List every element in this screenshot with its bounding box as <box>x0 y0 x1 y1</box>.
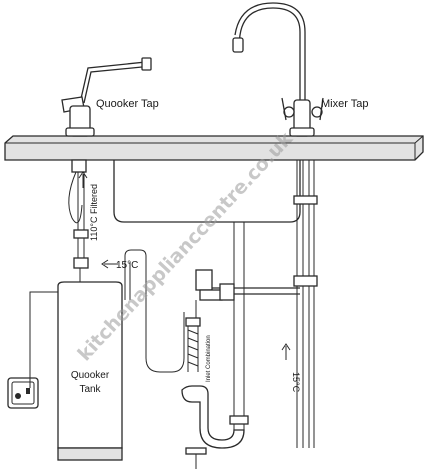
up-arrow-icon-mixer <box>281 343 291 360</box>
mixer-feed-label: 15°C <box>291 372 301 393</box>
sink-bowl <box>113 160 301 223</box>
countertop <box>4 135 424 161</box>
left-arrow-icon <box>101 259 118 269</box>
quooker-tap <box>61 57 152 137</box>
mixer-pipes <box>293 160 318 448</box>
quooker-tank <box>57 281 123 461</box>
arrows <box>78 171 291 360</box>
inlet-combination-label: Inlet Combination <box>206 335 212 382</box>
cold-feed-pipe <box>124 249 185 373</box>
inlet-combination <box>185 269 300 372</box>
cold-feed-label: 15°C <box>116 260 138 271</box>
tank-label-line2: Tank <box>79 384 101 395</box>
mixer-tap <box>232 2 324 137</box>
up-arrow-icon <box>78 171 88 188</box>
wall-socket <box>7 291 58 409</box>
quooker-tap-label: Quooker Tap <box>96 98 159 110</box>
quooker-hose <box>68 159 89 285</box>
filtered-label: 110°C Filtered <box>89 184 99 241</box>
waste-trap <box>181 222 249 469</box>
mixer-tap-label: Mixer Tap <box>321 98 368 110</box>
tank-label-line1: Quooker <box>71 370 110 381</box>
